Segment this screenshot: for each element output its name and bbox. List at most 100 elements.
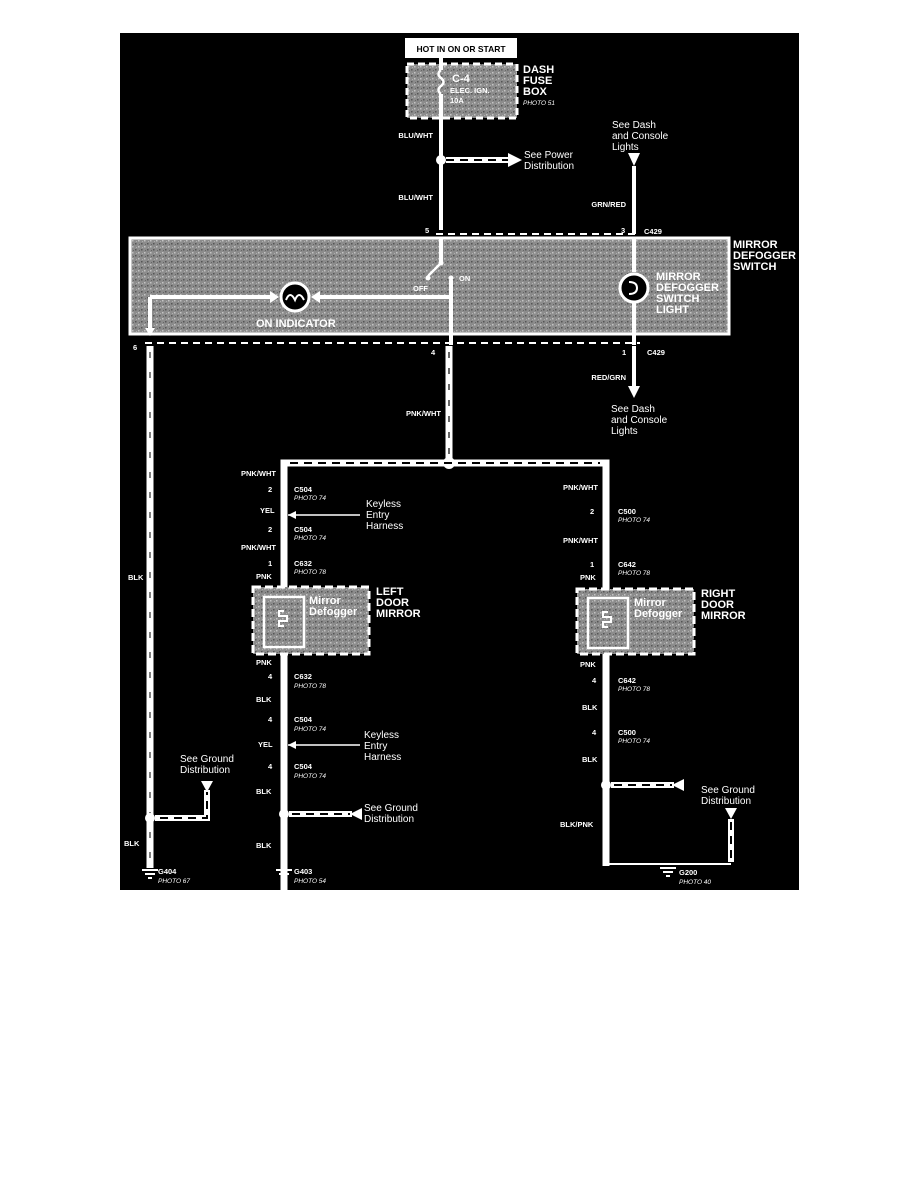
ref-ground-left-2: Distribution [180,765,230,776]
light-label-3: SWITCH [656,293,699,305]
photo-c504-l2: PHOTO 74 [294,535,326,542]
photo-c500-r1: PHOTO 74 [618,517,650,524]
switch-light-icon [618,272,650,304]
left-mirror-title-1: LEFT [376,586,404,598]
ground-g403-icon [276,869,292,879]
pin-2-r: 2 [590,507,594,516]
hot-label-box [405,38,517,58]
right-mirror-title-1: RIGHT [701,588,736,600]
wire-label-pnk-wht-main: PNK/WHT [406,409,441,418]
pin-1-r: 1 [590,560,594,569]
right-mirror-title-3: MIRROR [701,610,746,622]
ground-g404: G404 [158,867,177,876]
ground-g200-photo: PHOTO 40 [679,879,711,886]
ref-dash-top-3: Lights [612,142,639,153]
wire-label-blk-left-2: BLK [124,839,140,848]
photo-c632-bottom: PHOTO 78 [294,683,326,690]
left-mirror-title-3: MIRROR [376,608,421,620]
wire-label-grn-red: GRN/RED [591,200,626,209]
ref-dash-top-1: See Dash [612,120,656,131]
connector-c642-top: C642 [618,560,636,569]
on-indicator-icon [270,281,320,313]
ground-g403: G403 [294,867,312,876]
ref-ground-right-1: See Ground [701,785,755,796]
photo-c632-top: PHOTO 78 [294,569,326,576]
right-defogger-label-2: Defogger [634,608,683,620]
photo-c642-bottom: PHOTO 78 [618,686,650,693]
wire-label-yel-l2: YEL [258,740,273,749]
right-door-mirror [575,587,696,656]
wire-label-pnk-wht-r2: PNK/WHT [563,536,598,545]
ref-keyless-l2-3: Harness [364,752,401,763]
connector-c429-top: C429 [644,227,662,236]
left-defogger-label-1: Mirror [309,595,342,607]
light-label-4: LIGHT [656,304,689,316]
arrow-ground-right-icon [672,779,684,791]
switch-on-label: ON [459,274,470,283]
switch-title-2: DEFOGGER [733,250,796,262]
wire-label-blk-l1: BLK [256,695,272,704]
wire-label-red-grn: RED/GRN [591,373,626,382]
ground-g200-icon [660,867,676,877]
ref-keyless-l2-2: Entry [364,741,387,752]
splice-power [436,155,446,165]
splice-ground-left [145,813,155,823]
pin-4-l2: 4 [268,715,273,724]
arrow-ground-left-icon [201,781,213,792]
fuse-icon [437,58,445,95]
arrow-ground-right-down-icon [725,808,737,819]
pin-2-l2: 2 [268,525,272,534]
wire-label-pnk-wht-l2: PNK/WHT [241,543,276,552]
wire-label-blk-r1: BLK [582,703,598,712]
wire-label-blu-wht-1: BLU/WHT [398,131,433,140]
fuse-box-title-1: DASH [523,64,554,76]
wire-label-blk-pnk: BLK/PNK [560,820,594,829]
fuse-box-title-2: FUSE [523,75,552,87]
ground-g404-photo: PHOTO 67 [158,878,190,885]
pin-5: 5 [425,226,429,235]
light-label-2: DEFOGGER [656,282,719,294]
wire-label-blu-wht-2: BLU/WHT [398,193,433,202]
arrow-dash-top-icon [628,153,640,166]
splice-ground-mid [279,809,289,819]
wire-label-blk-r2: BLK [582,755,598,764]
connector-c504-l4: C504 [294,762,313,771]
arrow-dash-bottom-icon [628,386,640,398]
ref-dash-bottom-2: and Console [611,415,668,426]
photo-c642-top: PHOTO 78 [618,570,650,577]
wire-label-blk-l3: BLK [256,841,272,850]
right-defogger-element-icon [586,596,630,650]
ref-dash-top-2: and Console [612,131,669,142]
left-mirror-title-2: DOOR [376,597,409,609]
pin-1-switch: 1 [622,348,626,357]
wire-label-pnk-r2: PNK [580,660,596,669]
fuse-rating: 10A [450,96,464,105]
pin-4-r1: 4 [592,676,597,685]
pin-6: 6 [133,343,137,352]
ground-g200: G200 [679,868,697,877]
connector-c642-bottom: C642 [618,676,636,685]
pin-3-top: 3 [621,226,625,235]
pin-4-switch: 4 [431,348,436,357]
arrow-power-icon [508,153,522,167]
wire-label-yel-l1: YEL [260,506,275,515]
splice-ground-right [601,780,611,790]
wire-label-pnk-wht-l1: PNK/WHT [241,469,276,478]
fuse-name: ELEC. IGN. [450,86,490,95]
connector-c500-r1: C500 [618,507,636,516]
ground-g403-photo: PHOTO 54 [294,878,326,885]
hot-label: HOT IN ON OR START [416,44,506,54]
connector-c632-bottom: C632 [294,672,312,681]
connector-c500-r2: C500 [618,728,636,737]
ref-keyless-l1-2: Entry [366,510,389,521]
photo-c504-l3: PHOTO 74 [294,726,326,733]
photo-c504-l1: PHOTO 74 [294,495,326,502]
light-label-1: MIRROR [656,271,701,283]
pin-4-r2: 4 [592,728,597,737]
connector-c429-bottom: C429 [647,348,665,357]
arrow-ground-mid-icon [350,808,362,820]
wire-label-pnk-r1: PNK [580,573,596,582]
left-defogger-element-icon [262,595,306,649]
connector-c632-top: C632 [294,559,312,568]
pin-2-l1: 2 [268,485,272,494]
